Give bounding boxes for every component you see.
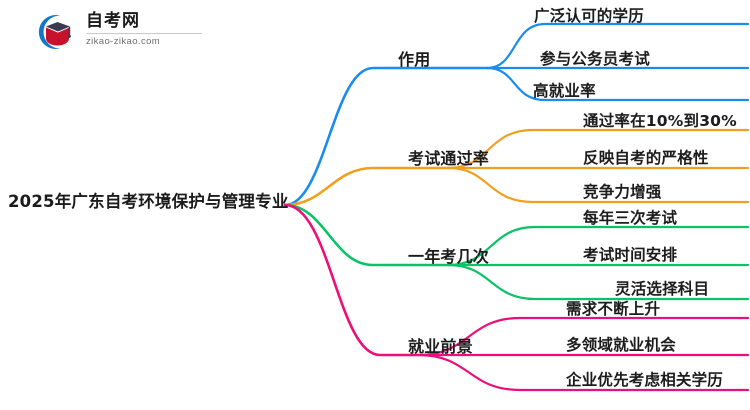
leaf-label-jiuyeqianjing-3[interactable]: 企业优先考虑相关学历 — [566, 371, 724, 389]
logo-wordmark: 自考网 zikao-zikao.com — [86, 10, 206, 54]
branch-label-zuoyong[interactable]: 作用 — [398, 50, 431, 69]
branch-connector-yiniankaojici — [283, 203, 750, 301]
leaf-label-yiniankaojici-2[interactable]: 考试时间安排 — [583, 246, 678, 264]
branch-connector-tongguolv — [283, 128, 750, 207]
leaf-label-zuoyong-3[interactable]: 高就业率 — [533, 82, 596, 100]
leaf-label-zuoyong-2[interactable]: 参与公务员考试 — [540, 50, 650, 68]
branch-label-tongguolv[interactable]: 考试通过率 — [408, 149, 490, 168]
branch-label-jiuyeqianjing[interactable]: 就业前景 — [408, 337, 473, 356]
leaf-label-tongguolv-2[interactable]: 反映自考的严格性 — [583, 149, 709, 167]
leaf-label-yiniankaojici-3[interactable]: 灵活选择科目 — [615, 280, 710, 298]
logo-name-cn: 自考网 — [86, 11, 140, 31]
site-logo: 自考网 zikao-zikao.com — [30, 8, 210, 56]
branch-connector-jiuyeqianjing — [283, 203, 750, 392]
branch-connector-zuoyong — [283, 22, 750, 207]
leaf-label-jiuyeqianjing-1[interactable]: 需求不断上升 — [566, 300, 661, 318]
leaf-label-tongguolv-3[interactable]: 竞争力增强 — [583, 183, 662, 201]
book-graduation-icon — [30, 11, 76, 53]
root-node-label[interactable]: 2025年广东自考环境保护与管理专业 — [8, 192, 289, 211]
logo-divider — [86, 33, 202, 34]
leaf-label-zuoyong-1[interactable]: 广泛认可的学历 — [534, 7, 644, 25]
leaf-label-jiuyeqianjing-2[interactable]: 多领域就业机会 — [566, 336, 676, 354]
leaf-label-yiniankaojici-1[interactable]: 每年三次考试 — [583, 209, 678, 227]
logo-url: zikao-zikao.com — [86, 36, 161, 47]
leaf-label-tongguolv-1[interactable]: 通过率在10%到30% — [583, 112, 737, 130]
branch-label-yiniankaojici[interactable]: 一年考几次 — [408, 247, 490, 266]
